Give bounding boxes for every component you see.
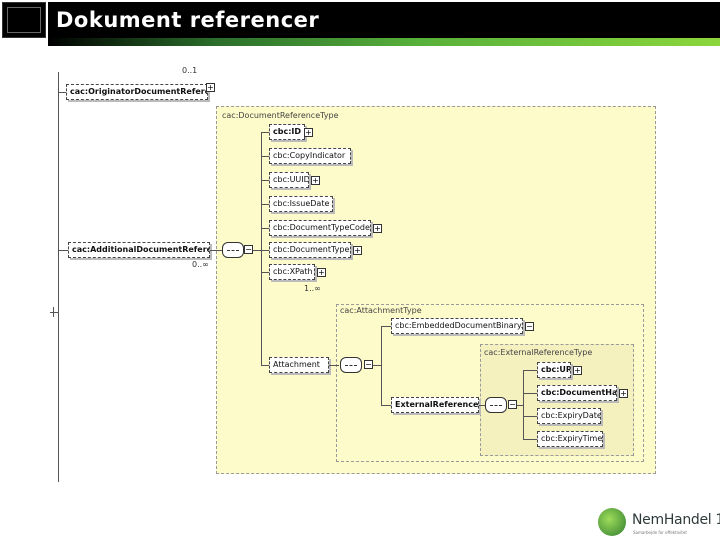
title-band [48, 2, 720, 38]
cbc-document-type[interactable]: cbc:DocumentType [269, 242, 351, 258]
expand-icon[interactable]: + [373, 224, 382, 233]
expand-icon[interactable]: + [573, 366, 582, 375]
logo-name: NemHandel 1.0 [632, 512, 720, 528]
cbc-uri[interactable]: cbc:URI [537, 362, 571, 378]
attachment-type-label: cac:AttachmentType [340, 306, 422, 315]
connector [261, 365, 269, 366]
connector [58, 92, 66, 93]
connector [329, 365, 339, 366]
document-reference-type-label: cac:DocumentReferenceType [222, 111, 339, 120]
connector [210, 250, 222, 251]
connector [58, 250, 68, 251]
sequence-icon [222, 242, 244, 258]
doc-ref-spine [261, 132, 262, 366]
connector [261, 132, 269, 133]
connector [373, 365, 381, 366]
connector [517, 405, 523, 406]
connector [381, 326, 391, 327]
page-title: Dokument referencer [56, 8, 320, 32]
cbc-embedded-document-binary[interactable]: cbc:EmbeddedDocumentBinary... [391, 318, 523, 334]
cbc-copy-indicator[interactable]: cbc:CopyIndicator [269, 148, 351, 164]
external-reference-type-label: cac:ExternalReferenceType [484, 348, 593, 357]
connector [261, 204, 269, 205]
connector [261, 272, 269, 273]
attachment-element[interactable]: Attachment [269, 357, 329, 373]
rail-tick [53, 307, 54, 317]
external-spine [523, 370, 524, 440]
connector [253, 250, 261, 251]
originator-document-reference[interactable]: cac:OriginatorDocumentReferen... [66, 84, 208, 100]
sequence-icon [485, 397, 507, 413]
expand-icon[interactable]: + [353, 246, 362, 255]
left-rail [58, 72, 59, 482]
cbc-document-hash[interactable]: cbc:DocumentHash [537, 385, 617, 401]
connector [261, 180, 269, 181]
nemhandel-logo-icon [598, 508, 626, 536]
additional-cardinality: 0..∞ [192, 260, 209, 269]
expand-icon[interactable]: + [304, 128, 313, 137]
cbc-expiry-date[interactable]: cbc:ExpiryDate [537, 408, 601, 424]
xpath-cardinality: 1..∞ [304, 284, 321, 293]
cbc-document-type-code[interactable]: cbc:DocumentTypeCode [269, 220, 371, 236]
connector [261, 250, 269, 251]
connector [523, 370, 537, 371]
expand-icon[interactable]: + [311, 176, 320, 185]
rail-connector [50, 312, 58, 313]
connector [261, 228, 269, 229]
collapse-icon[interactable]: − [244, 245, 253, 254]
connector [523, 439, 537, 440]
attachment-spine [381, 326, 382, 406]
cbc-uuid[interactable]: cbc:UUID [269, 172, 309, 188]
connector [381, 405, 391, 406]
header-logo-square [2, 2, 46, 38]
collapse-icon[interactable]: − [364, 360, 373, 369]
cbc-xpath[interactable]: cbc:XPath [269, 264, 315, 280]
cbc-expiry-time[interactable]: cbc:ExpiryTime [537, 431, 603, 447]
expand-icon[interactable]: + [206, 83, 215, 92]
expand-icon[interactable]: + [619, 389, 628, 398]
connector [523, 393, 537, 394]
sequence-icon [340, 357, 362, 373]
expand-icon[interactable]: − [525, 322, 534, 331]
collapse-icon[interactable]: − [508, 400, 517, 409]
connector [523, 416, 537, 417]
cbc-id[interactable]: cbc:ID [269, 124, 305, 140]
green-strip [48, 38, 720, 46]
cbc-issue-date[interactable]: cbc:IssueDate [269, 196, 333, 212]
additional-document-reference[interactable]: cac:AdditionalDocumentReferen... [68, 242, 210, 258]
logo-tagline: Samarbejde for effektivitet [633, 530, 687, 535]
external-reference-element[interactable]: ExternalReference [391, 397, 479, 413]
top-cardinality: 0..1 [182, 66, 198, 75]
connector [261, 156, 269, 157]
expand-icon[interactable]: + [317, 268, 326, 277]
connector [479, 405, 485, 406]
